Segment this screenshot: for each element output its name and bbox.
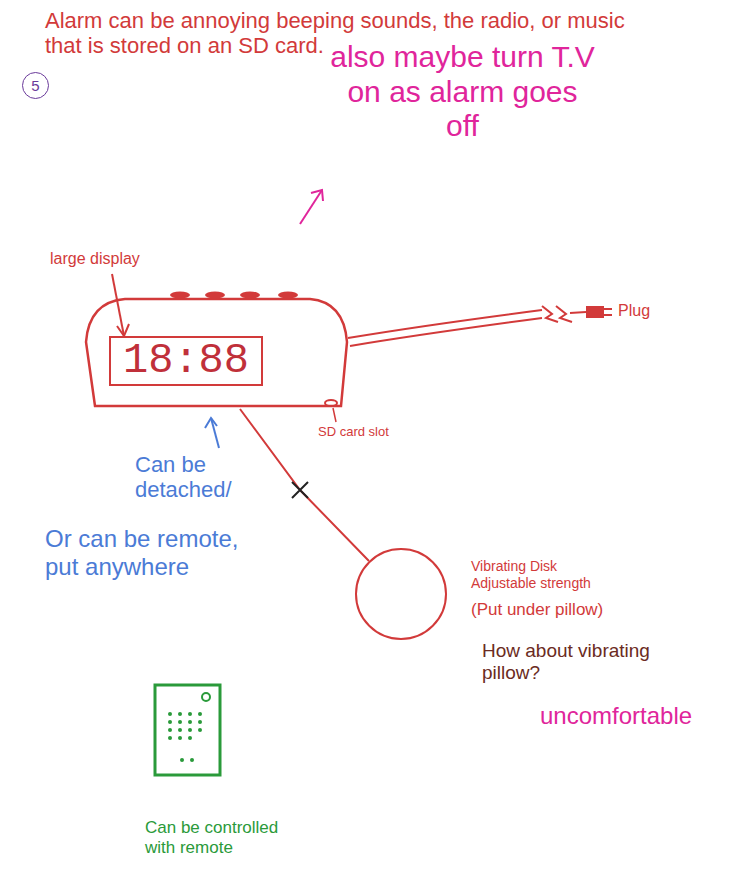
clock-button — [278, 292, 298, 299]
note-text: also maybe turn T.V on as alarm goes off — [330, 40, 595, 144]
plug-prongs — [604, 309, 612, 315]
note-arrow — [300, 190, 322, 224]
callout-number: 5 — [31, 77, 39, 94]
note-text: uncomfortable — [540, 702, 692, 730]
alarm-clock: 18:88 — [85, 290, 350, 410]
remote-button — [202, 693, 210, 701]
note-text: How about vibrating pillow? — [482, 640, 697, 684]
detach-arrow-head — [205, 418, 217, 428]
remote-keypad — [168, 712, 202, 762]
slot-leader — [333, 408, 336, 422]
clock-button — [170, 292, 190, 299]
part-label: large display — [50, 250, 140, 268]
clock-button — [205, 292, 225, 299]
disk-label: (Put under pillow) — [471, 600, 603, 620]
power-cord — [350, 318, 542, 346]
sd-card-slot — [325, 400, 337, 406]
clock-button — [240, 292, 260, 299]
cord-break — [542, 306, 558, 322]
part-label: SD card slot — [318, 425, 389, 440]
note-text: Or can be remote, put anywhere — [45, 525, 273, 580]
detach-mark — [292, 482, 308, 498]
disk-label: Vibrating Disk Adjustable strength — [471, 558, 621, 592]
power-cord — [348, 310, 542, 338]
remote-control — [155, 685, 220, 775]
plug-body — [586, 306, 604, 318]
power-cord — [570, 312, 586, 313]
cord-break — [556, 306, 572, 322]
vibrating-disk: Vibrating Disk Adjustable strength(Put u… — [355, 548, 447, 640]
clock-display: 18:88 — [109, 336, 263, 386]
note-arrow-head — [311, 190, 323, 201]
clock-body — [86, 299, 347, 406]
part-label: Plug — [618, 302, 650, 320]
callout-circle: 5 — [22, 72, 49, 99]
display-leader-head — [117, 324, 129, 336]
note-text: Can be detached/ — [135, 452, 257, 503]
part-label: Can be controlled with remote — [145, 818, 305, 857]
